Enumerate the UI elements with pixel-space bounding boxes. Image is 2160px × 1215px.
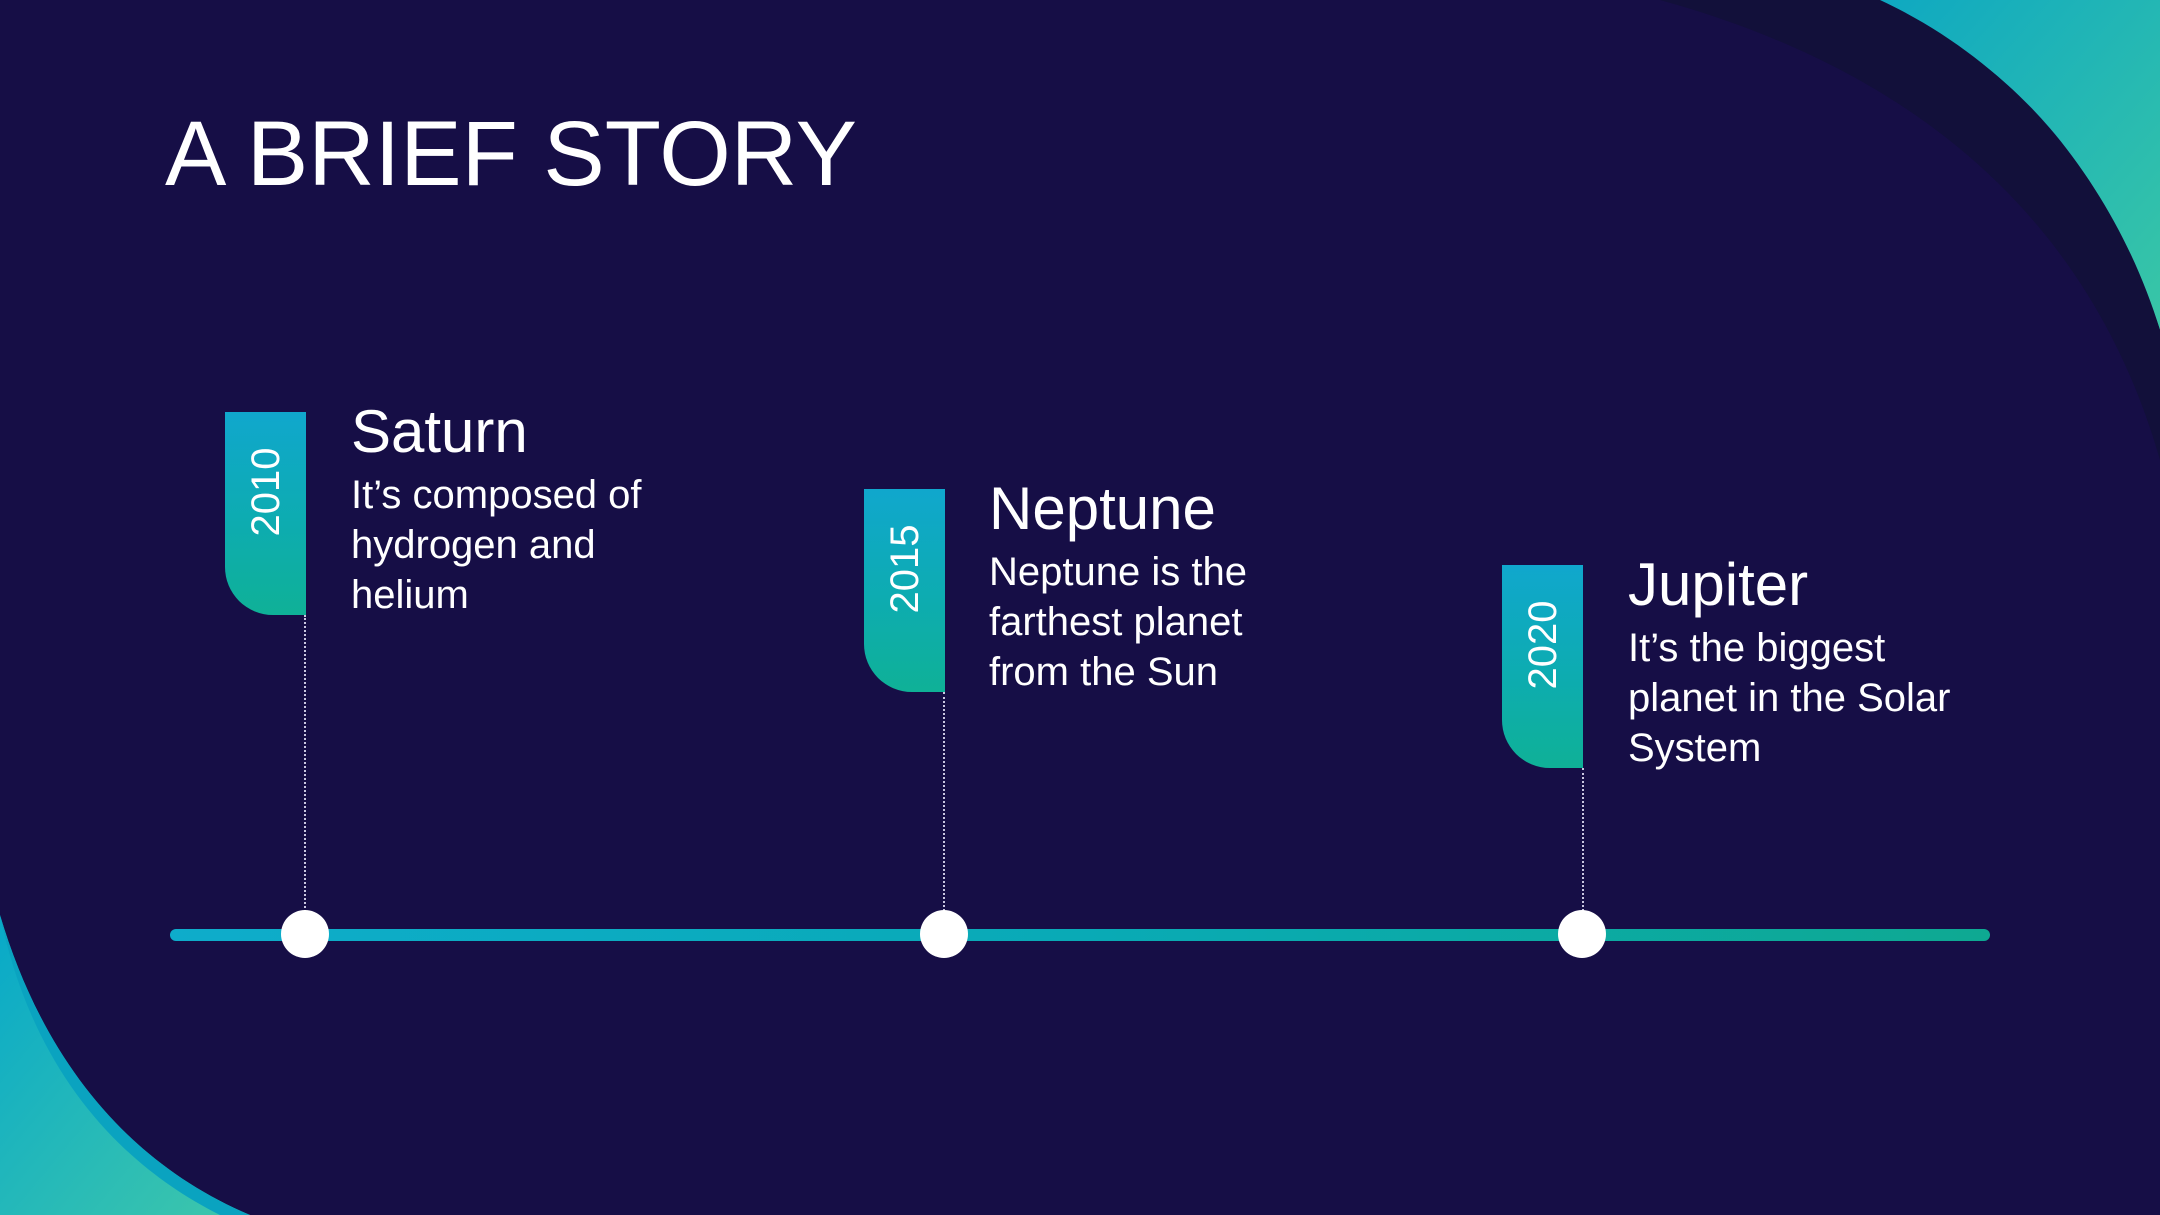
connector-2015 <box>943 692 945 915</box>
event-description: It’s the biggest planet in the Solar Sys… <box>1628 626 1951 770</box>
event-heading: Neptune <box>989 475 1216 542</box>
timeline-marker-2010 <box>281 910 329 958</box>
connector-2010 <box>304 615 306 915</box>
timeline-marker-2015 <box>920 910 968 958</box>
corner-swoosh-top-right <box>1870 0 2160 330</box>
event-description: It’s composed of hydrogen and helium <box>351 473 642 617</box>
timeline-marker-2020 <box>1558 910 1606 958</box>
year-label: 2020 <box>1520 600 1565 690</box>
corner-shadow-top-right <box>1660 0 2160 460</box>
timeline-line <box>170 929 1990 941</box>
year-tag-2020: 2020 <box>1502 565 1583 768</box>
year-label: 2015 <box>882 524 927 614</box>
year-tag-2010: 2010 <box>225 412 306 615</box>
event-description: Neptune is the farthest planet from the … <box>989 550 1247 694</box>
year-label: 2010 <box>243 447 288 537</box>
connector-2020 <box>1582 768 1584 915</box>
slide-title: A BRIEF STORY <box>165 103 857 205</box>
corner-swoosh-bottom-left <box>0 915 250 1215</box>
event-heading: Saturn <box>351 398 528 465</box>
event-heading: Jupiter <box>1628 551 1809 618</box>
year-tag-2015: 2015 <box>864 489 945 692</box>
